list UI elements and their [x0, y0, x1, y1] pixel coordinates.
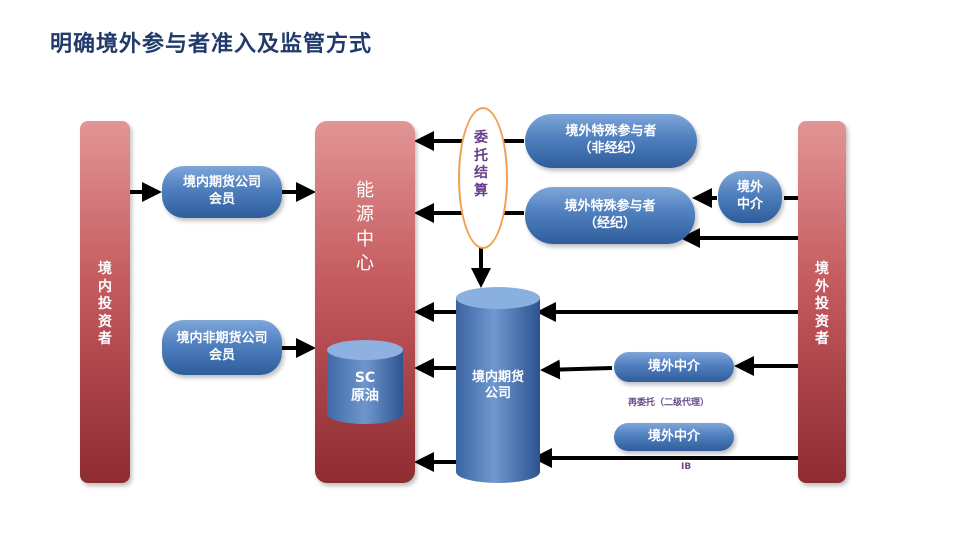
- foreign-intermediary-top-node: 境外 中介: [718, 171, 782, 223]
- futures-member-node: 境内期货公司会员: [162, 166, 282, 218]
- foreign-intermediary-mid-node: 境外中介: [614, 352, 734, 382]
- foreign-investor-label: 境外投资者: [815, 261, 829, 347]
- special-participant-broker-node: 境外特殊参与者 （经纪）: [525, 187, 695, 244]
- entrust-settlement-oval: [458, 107, 508, 249]
- arrow-intermediary-mid-to-company: [540, 359, 613, 380]
- energy-center-box: 能源中心: [315, 121, 415, 483]
- energy-center-label: 能源中心: [356, 180, 374, 274]
- ib-label: IB: [681, 462, 692, 472]
- domestic-futures-company-label: 境内期货 公司: [471, 370, 524, 402]
- sc-crude-label: SC 原油: [351, 370, 379, 404]
- entrust-settlement-label: 委托结算: [474, 130, 488, 199]
- re-entrust-label: 再委托（二级代理）: [628, 398, 710, 408]
- foreign-intermediary-bottom-node: 境外中介: [614, 423, 734, 451]
- domestic-investor-column: 境内投资者: [80, 121, 130, 483]
- sc-crude-cylinder: [327, 340, 403, 424]
- domestic-investor-label: 境内投资者: [98, 261, 112, 347]
- page-title: 明确境外参与者准入及监管方式: [50, 32, 373, 57]
- foreign-investor-column: 境外投资者: [798, 121, 846, 483]
- special-participant-nonbroker-node: 境外特殊参与者 （非经纪）: [525, 114, 697, 168]
- domestic-futures-company-cylinder: [456, 287, 540, 483]
- non-futures-member-node: 境内非期货公司会员: [162, 320, 282, 375]
